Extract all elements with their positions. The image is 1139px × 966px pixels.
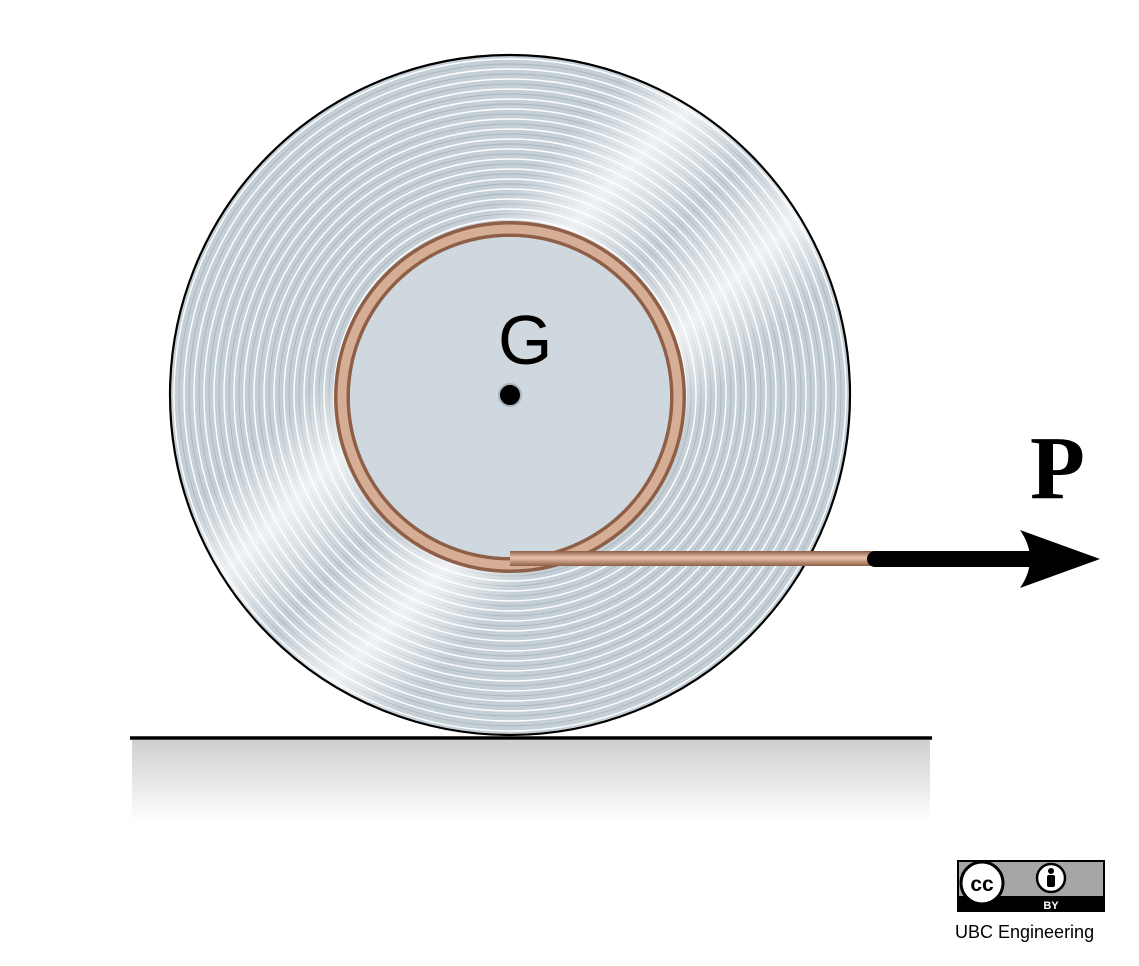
cc-icon: cc <box>959 860 1005 906</box>
center-label: G <box>498 301 552 379</box>
svg-text:cc: cc <box>970 873 994 896</box>
center-of-mass-dot <box>498 383 522 407</box>
force-arrow-p <box>867 530 1100 588</box>
ground-shadow <box>132 740 930 822</box>
person-icon <box>1035 862 1067 894</box>
by-label: BY <box>1043 900 1059 912</box>
credit-text: UBC Engineering <box>955 922 1094 942</box>
cc-by-badge: cc BY <box>957 860 1105 912</box>
force-label: P <box>1030 419 1085 518</box>
rope <box>510 551 875 566</box>
